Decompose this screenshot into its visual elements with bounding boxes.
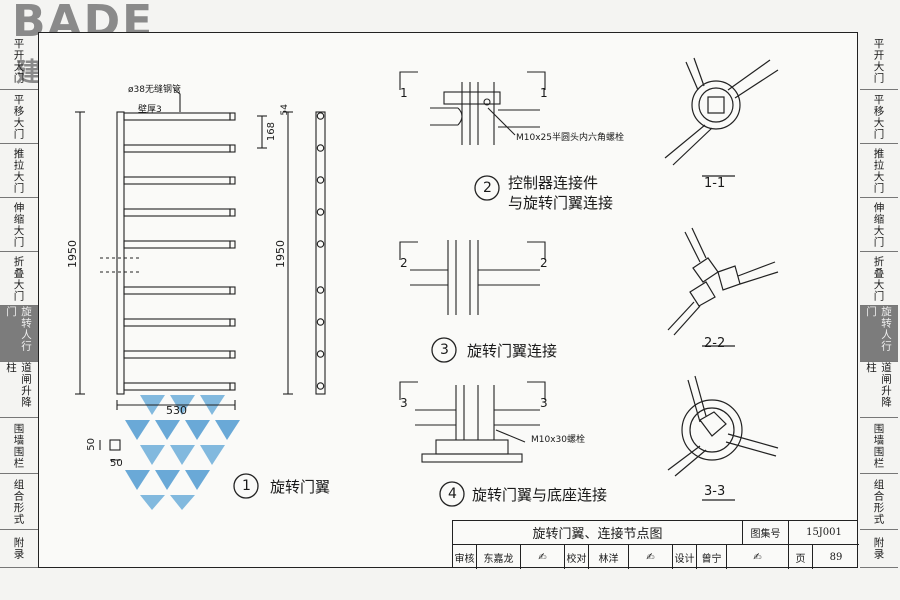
- dim-1950-left-label: 1950: [66, 240, 79, 268]
- right-tab-8[interactable]: 组合形式: [860, 474, 898, 530]
- dim-168-label: 168: [266, 122, 277, 142]
- left-tab-0[interactable]: 平开大门: [0, 32, 38, 90]
- section-3-left-mark: 3: [400, 396, 408, 410]
- wing-pipe-cap: [229, 176, 236, 185]
- wing-pipe-cap: [229, 350, 236, 359]
- right-tab-strip: 平开大门平移大门推拉大门伸缩大门折叠大门旋转人行门道闸升降柱围墙围栏组合形式附录: [860, 32, 898, 568]
- atlas-number: 15J001: [789, 521, 859, 545]
- atlas-number-label: 图集号: [743, 521, 789, 545]
- page-label: 页: [789, 545, 813, 569]
- left-tab-2[interactable]: 推拉大门: [0, 144, 38, 198]
- checker-signature: ✍: [629, 545, 673, 569]
- section-1-right-mark: 1: [540, 86, 548, 100]
- left-tab-1[interactable]: 平移大门: [0, 90, 38, 144]
- dim-50-horizontal-label: 50: [110, 458, 123, 469]
- wing-bolt: [316, 286, 325, 294]
- dim-50-vertical-label: 50: [86, 438, 97, 451]
- wing-bolt: [316, 318, 325, 326]
- detail-3-title: 旋转门翼连接: [467, 342, 558, 360]
- wing-pipe-cap: [229, 240, 236, 249]
- review-label: 审核: [453, 545, 477, 569]
- connection-details: [399, 71, 546, 463]
- wing-pipe-cap: [229, 318, 236, 327]
- wing-bolt: [316, 350, 325, 358]
- right-tab-7[interactable]: 围墙围栏: [860, 418, 898, 474]
- wing-pipe: [123, 286, 231, 295]
- right-tab-2[interactable]: 推拉大门: [860, 144, 898, 198]
- wing-pipe: [123, 318, 231, 327]
- detail-2-title-line1: 控制器连接件: [508, 174, 599, 192]
- section-3-right-mark: 3: [540, 396, 548, 410]
- dim-54-label: 54: [280, 104, 290, 116]
- wing-bolt: [316, 112, 325, 120]
- wing-pipe-cap: [229, 144, 236, 153]
- wing-pipe-cap: [229, 286, 236, 295]
- wing-bolt: [316, 382, 325, 390]
- left-tab-6[interactable]: 道闸升降柱: [0, 362, 38, 418]
- detail-4-number: 4: [448, 486, 457, 502]
- left-tab-9[interactable]: 附录: [0, 530, 38, 568]
- dim-530-label: 530: [166, 404, 187, 417]
- right-tab-9[interactable]: 附录: [860, 530, 898, 568]
- wing-bolt: [316, 144, 325, 152]
- wing-pipe-cap: [229, 208, 236, 217]
- cut-1-1-label: 1-1: [704, 176, 726, 191]
- cut-3-3-label: 3-3: [704, 484, 726, 499]
- detail-2-title-line2: 与旋转门翼连接: [508, 194, 614, 212]
- reviewer-name: 东嘉龙: [477, 545, 521, 569]
- bolt-m10x30-label: M10x30螺栓: [531, 435, 585, 445]
- right-tab-5[interactable]: 旋转人行门: [860, 306, 898, 362]
- right-tab-0[interactable]: 平开大门: [860, 32, 898, 90]
- left-tab-strip: 平开大门平移大门推拉大门伸缩大门折叠大门旋转人行门道闸升降柱围墙围栏组合形式附录: [0, 32, 38, 568]
- wing-pipe-cap: [229, 112, 236, 121]
- section-2-left-mark: 2: [400, 256, 408, 270]
- detail-1-number: 1: [242, 478, 251, 494]
- pipe-spec-label: ø38无缝钢管: [128, 85, 181, 95]
- left-tab-7[interactable]: 围墙围栏: [0, 418, 38, 474]
- detail-number-circles: [233, 175, 500, 507]
- title-block: 旋转门翼、连接节点图 图集号 15J001 审核 东嘉龙 ✍ 校对 林洋 ✍ 设…: [452, 520, 859, 569]
- wing-pipe: [123, 144, 231, 153]
- left-tab-3[interactable]: 伸缩大门: [0, 198, 38, 252]
- wing-pipe-cap: [229, 382, 236, 391]
- drawing-title: 旋转门翼、连接节点图: [453, 521, 743, 545]
- right-tab-4[interactable]: 折叠大门: [860, 252, 898, 306]
- left-tab-5[interactable]: 旋转人行门: [0, 306, 38, 362]
- wing-side-view: [283, 111, 326, 395]
- detail-4-title: 旋转门翼与底座连接: [472, 486, 608, 504]
- detail-3-number: 3: [440, 342, 449, 358]
- design-label: 设计: [673, 545, 697, 569]
- check-label: 校对: [565, 545, 589, 569]
- wing-pipe: [123, 176, 231, 185]
- wing-bolt: [316, 176, 325, 184]
- cut-2-2-label: 2-2: [704, 336, 726, 351]
- right-tab-6[interactable]: 道闸升降柱: [860, 362, 898, 418]
- designer-name: 曾宁: [697, 545, 727, 569]
- section-1-left-mark: 1: [400, 86, 408, 100]
- bolt-m10x25-label: M10x25半圆头内六角螺栓: [516, 133, 624, 143]
- left-tab-8[interactable]: 组合形式: [0, 474, 38, 530]
- wing-pipe: [123, 240, 231, 249]
- wing-front-view: [75, 89, 267, 410]
- left-tab-4[interactable]: 折叠大门: [0, 252, 38, 306]
- dim-1950-right-label: 1950: [274, 240, 287, 268]
- page-number: 89: [829, 551, 843, 563]
- detail-2-number: 2: [483, 180, 492, 196]
- wing-pipe: [123, 382, 231, 391]
- wing-bolt: [316, 208, 325, 216]
- section-2-right-mark: 2: [540, 256, 548, 270]
- right-tab-1[interactable]: 平移大门: [860, 90, 898, 144]
- wall-thickness-label: 壁厚3: [138, 105, 162, 115]
- wing-pipe: [123, 208, 231, 217]
- designer-signature: ✍: [727, 545, 789, 569]
- reviewer-signature: ✍: [521, 545, 565, 569]
- right-tab-3[interactable]: 伸缩大门: [860, 198, 898, 252]
- wing-bolt: [316, 240, 325, 248]
- cut-sections: [664, 57, 779, 501]
- detail-1-title: 旋转门翼: [270, 478, 331, 496]
- pipe-section-detail: [99, 439, 121, 461]
- checker-name: 林洋: [589, 545, 629, 569]
- wing-pipe: [123, 350, 231, 359]
